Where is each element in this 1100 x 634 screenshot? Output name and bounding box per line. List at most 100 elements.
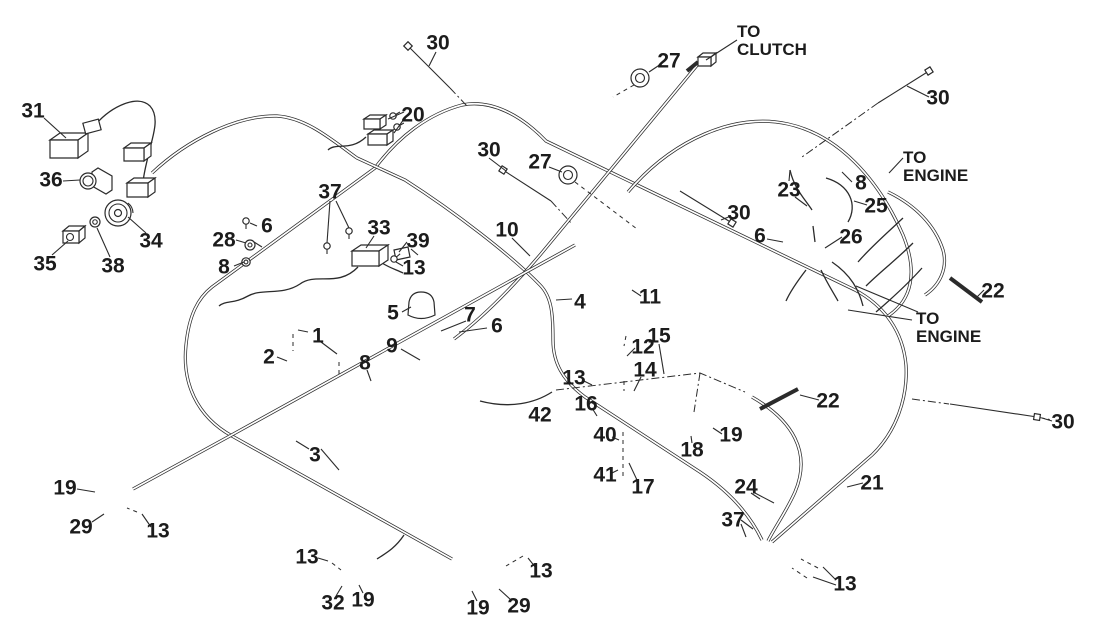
callout-label-16: 16 <box>574 393 597 416</box>
callout-label-3: 3 <box>309 444 321 467</box>
callout-3: 3 <box>295 440 340 471</box>
callout-label-21: 21 <box>860 472 884 495</box>
part-30-cable-tie-topright <box>877 66 934 104</box>
callout-label-19: 19 <box>719 424 742 447</box>
callout-label-12: 12 <box>631 336 654 359</box>
callout-8: 8 <box>359 352 372 382</box>
part-37-screw-2 <box>345 227 353 239</box>
callout-18: 18 <box>680 435 704 462</box>
callout-30: 30 <box>1041 411 1075 434</box>
callout-8: 8 <box>218 256 245 279</box>
callout-29: 29 <box>69 513 105 539</box>
callout-27: 27 <box>648 50 681 73</box>
callout-label-41: 41 <box>593 464 617 487</box>
callout-16: 16 <box>574 393 598 417</box>
callout-label-23: 23 <box>777 179 800 202</box>
callout-label-14: 14 <box>633 359 657 382</box>
callout-label-6: 6 <box>491 315 503 338</box>
callout-label-33: 33 <box>367 217 390 240</box>
callout-13: 13 <box>812 566 857 596</box>
callout-34: 34 <box>127 216 163 253</box>
callout-33: 33 <box>365 217 391 249</box>
callout-32: 32 <box>321 585 345 615</box>
callout-label-34: 34 <box>139 230 163 253</box>
part-38-nut <box>89 216 101 228</box>
callout-13: 13 <box>527 557 553 583</box>
callout-41: 41 <box>593 464 619 487</box>
dashed-assembly-lines <box>126 84 819 579</box>
callout-label-13: 13 <box>295 546 318 569</box>
part-35-switch <box>61 224 87 245</box>
callout-label-25: 25 <box>864 195 888 218</box>
callout-24: 24 <box>734 476 775 504</box>
callout-label-38: 38 <box>101 255 125 278</box>
callout-label-28: 28 <box>212 229 236 252</box>
callout-label-37: 37 <box>318 181 341 204</box>
part-30-cable-tie-mid <box>498 165 552 202</box>
callout-label-27: 27 <box>528 151 551 174</box>
callout-21: 21 <box>846 472 884 495</box>
callout-label-42: 42 <box>528 404 551 427</box>
part-20-screw-2 <box>393 122 405 131</box>
callout-label-13: 13 <box>833 573 856 596</box>
callout-14: 14 <box>633 359 657 392</box>
callout-13: 13 <box>295 546 329 569</box>
part-36-switch <box>79 167 113 195</box>
callout-label-30: 30 <box>477 139 500 162</box>
callout-label-26: 26 <box>839 226 862 249</box>
part-harness-connector-lower <box>125 176 157 199</box>
callout-27: 27 <box>528 151 563 174</box>
callout-label-19: 19 <box>466 597 489 620</box>
part-28-clamp <box>244 239 263 251</box>
part-20-connector-1 <box>362 113 388 131</box>
callout-5: 5 <box>387 302 412 325</box>
part-5-cap <box>407 291 436 320</box>
callout-label-40: 40 <box>593 424 616 447</box>
callout-label-8: 8 <box>855 172 867 195</box>
callout-label-24: 24 <box>734 476 758 499</box>
callout-9: 9 <box>386 335 421 361</box>
callout-label-22: 22 <box>816 390 839 413</box>
callout-label-13: 13 <box>529 560 552 583</box>
part-harness-connector-upper <box>122 141 153 163</box>
callout-19: 19 <box>712 424 743 447</box>
callout-label-20: 20 <box>401 104 424 127</box>
part-13-screw-module <box>390 253 401 263</box>
callout-label-10: 10 <box>495 219 518 242</box>
callout-10: 10 <box>495 219 531 257</box>
part-30-cable-tie-right <box>679 190 737 228</box>
callout-31: 31 <box>21 100 67 139</box>
part-30-cable-tie-bottomright <box>949 403 1042 422</box>
callout-label-29: 29 <box>507 595 530 618</box>
callout-label-4: 4 <box>574 291 586 314</box>
callout-label-8: 8 <box>218 256 230 279</box>
callout-25: 25 <box>853 195 888 218</box>
part-8-nut-left <box>241 257 251 267</box>
callout-label-19: 19 <box>351 589 374 612</box>
callout-label-13: 13 <box>402 257 425 280</box>
part-20-connector-2 <box>366 128 395 147</box>
callout-6: 6 <box>458 315 503 338</box>
spark-plug-wire-segments <box>685 60 984 411</box>
callout-30: 30 <box>906 85 950 110</box>
callout-label-11: 11 <box>639 286 662 309</box>
callout-label-29: 29 <box>69 516 92 539</box>
part-27-grommet-mid <box>558 165 578 185</box>
callout-label-15: 15 <box>647 325 671 348</box>
harness-cables <box>131 61 947 561</box>
callout-30: 30 <box>426 32 450 67</box>
callout-label-27: 27 <box>657 50 680 73</box>
callout-37: 37 <box>721 509 754 538</box>
callout-30: 30 <box>720 202 751 225</box>
callout-7: 7 <box>440 304 476 332</box>
callout-30: 30 <box>477 139 507 172</box>
callout-label-36: 36 <box>39 169 62 192</box>
callout-label-6: 6 <box>754 225 766 248</box>
callout-15: 15 <box>647 325 671 375</box>
callout-label-1: 1 <box>312 325 324 348</box>
callout-19: 19 <box>351 584 375 612</box>
callout-label-30: 30 <box>926 87 949 110</box>
